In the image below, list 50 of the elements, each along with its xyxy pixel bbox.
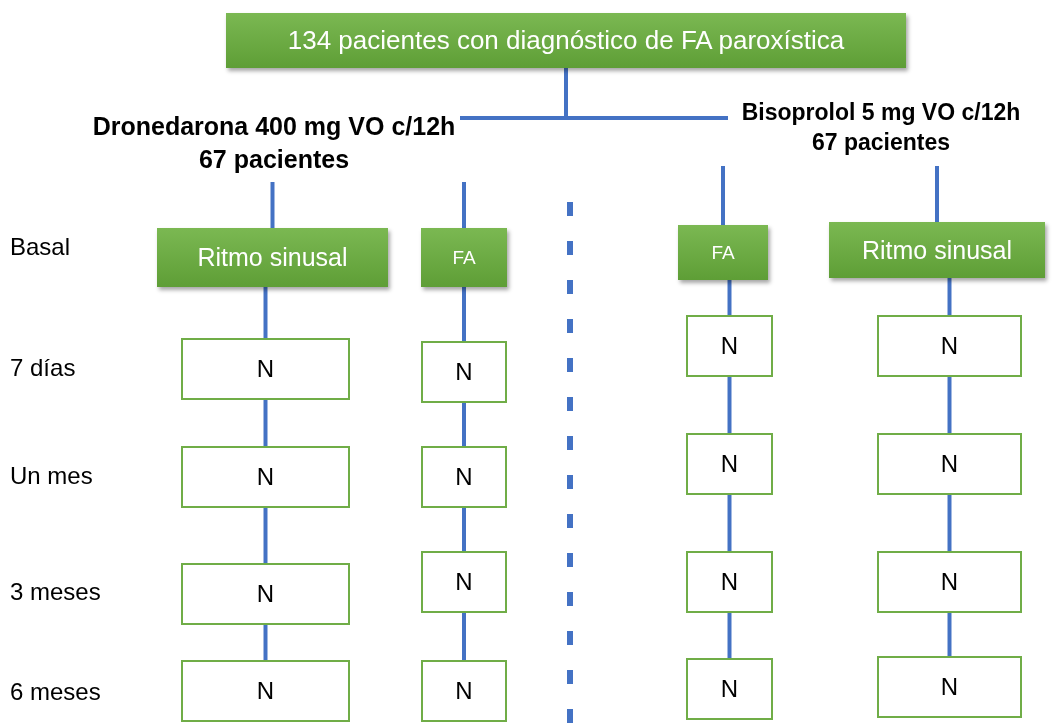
- result-box: N: [877, 315, 1022, 377]
- patient-count: 67 pacientes: [197, 143, 351, 175]
- connector-line: [462, 287, 466, 341]
- result-box: N: [421, 660, 507, 722]
- group-box: 134 pacientes con diagnóstico de FA paroxística: [226, 13, 906, 68]
- result-box: N: [686, 551, 773, 613]
- connector-line: [462, 508, 466, 551]
- result-box: N: [686, 315, 773, 377]
- connector-line: [462, 403, 466, 446]
- connector-line: [263, 400, 268, 446]
- connector-line: [721, 166, 725, 225]
- result-box: N: [877, 551, 1022, 613]
- connector-line: [462, 613, 466, 660]
- result-box: N: [421, 446, 507, 508]
- connector-line: [947, 377, 952, 433]
- connector-line: [727, 377, 732, 433]
- connector-line: [947, 613, 952, 656]
- time-point-label: Un mes: [10, 462, 93, 490]
- result-box: N: [877, 656, 1022, 718]
- connector-line: [727, 495, 732, 551]
- result-box: N: [181, 338, 350, 400]
- connector-line: [935, 166, 939, 222]
- connector-line: [947, 495, 952, 551]
- result-box: N: [181, 563, 350, 625]
- treatment-heading: Dronedarona 400 mg VO c/12h: [91, 111, 457, 142]
- treatment-heading: Bisoprolol 5 mg VO c/12h: [740, 98, 1022, 127]
- patient-count: 67 pacientes: [810, 127, 952, 157]
- result-box: N: [686, 433, 773, 495]
- result-box: N: [686, 658, 773, 720]
- result-box: N: [421, 551, 507, 613]
- connector-line: [462, 182, 466, 228]
- group-box: FA: [421, 228, 507, 287]
- connector-line: [263, 625, 268, 660]
- time-point-label: 7 días: [10, 354, 76, 382]
- connector-line: [947, 278, 952, 315]
- time-point-label: 6 meses: [10, 678, 101, 706]
- result-box: N: [877, 433, 1022, 495]
- group-box: FA: [678, 225, 768, 280]
- connector-line: [727, 280, 732, 315]
- result-box: N: [181, 660, 350, 722]
- connector-line: [727, 613, 732, 658]
- connector-line: [263, 508, 268, 563]
- group-box: Ritmo sinusal: [829, 222, 1045, 278]
- group-box: Ritmo sinusal: [157, 228, 388, 287]
- connector-line: [263, 287, 268, 338]
- result-box: N: [421, 341, 507, 403]
- time-point-label: Basal: [10, 233, 71, 261]
- result-box: N: [181, 446, 350, 508]
- connector-line: [270, 182, 275, 228]
- time-point-label: 3 meses: [10, 578, 101, 606]
